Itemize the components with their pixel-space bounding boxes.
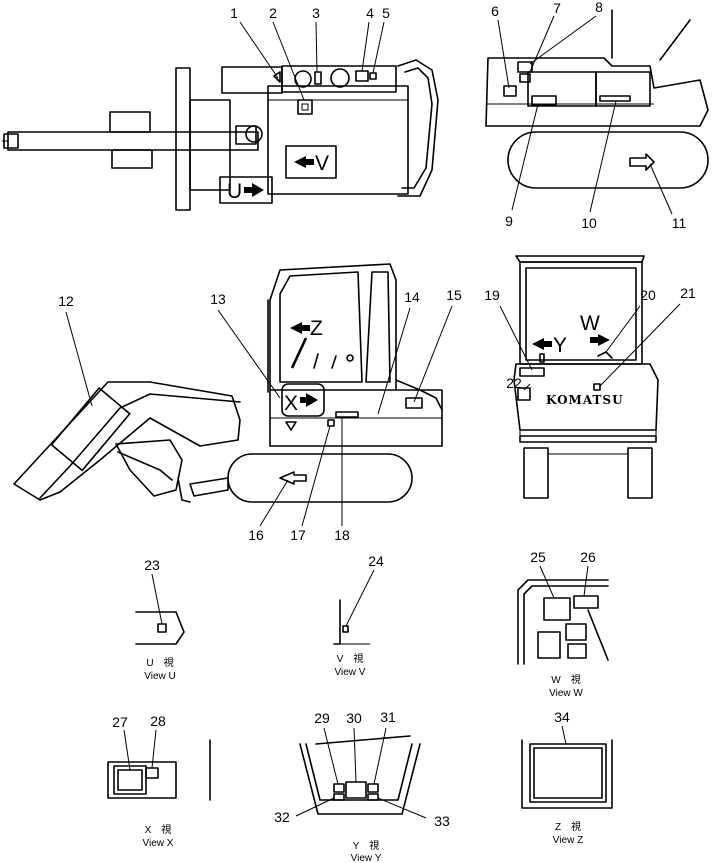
view-label-u: U <box>227 180 242 203</box>
view-label-y: Y <box>553 334 567 357</box>
callout-27: 27 <box>112 714 128 730</box>
callout-2: 2 <box>269 5 277 21</box>
callout-30: 30 <box>346 710 362 726</box>
callout-28: 28 <box>150 713 166 729</box>
caption-jp-x: X 視 <box>145 823 172 836</box>
callout-34: 34 <box>554 709 570 725</box>
left-side-view-drawing: X Z <box>13 263 453 527</box>
detail-view-z <box>521 725 613 809</box>
callout-1: 1 <box>230 5 238 21</box>
callout-22: 22 <box>506 375 522 391</box>
callout-8: 8 <box>595 0 603 15</box>
caption-en-v: View V <box>335 667 366 678</box>
caption-jp-w: W 視 <box>551 673 580 686</box>
callout-3: 3 <box>312 5 320 21</box>
caption-en-w: View W <box>549 688 583 699</box>
top-view-drawing: U V <box>2 21 439 211</box>
callout-7: 7 <box>553 0 561 16</box>
callout-17: 17 <box>290 527 306 543</box>
view-label-x: X <box>284 392 298 415</box>
callout-21: 21 <box>680 285 696 301</box>
detail-view-v <box>333 569 375 645</box>
callout-29: 29 <box>314 710 330 726</box>
view-label-z: Z <box>310 317 323 340</box>
callout-10: 10 <box>581 215 597 231</box>
callout-33: 33 <box>434 813 450 829</box>
callout-31: 31 <box>380 709 396 725</box>
callout-9: 9 <box>505 213 513 229</box>
view-label-v: V <box>315 152 329 175</box>
callout-25: 25 <box>530 549 546 565</box>
callout-16: 16 <box>248 527 264 543</box>
callout-32: 32 <box>274 809 290 825</box>
callout-15: 15 <box>446 287 462 303</box>
callout-5: 5 <box>382 5 390 21</box>
callout-4: 4 <box>366 5 374 21</box>
caption-jp-u: U 視 <box>146 656 173 669</box>
callout-14: 14 <box>404 289 420 305</box>
caption-en-y: View Y <box>351 853 382 863</box>
callout-6: 6 <box>491 3 499 19</box>
caption-jp-y: Y 視 <box>353 839 380 852</box>
right-side-view-drawing <box>485 9 709 215</box>
callout-numbers: 1 2 3 4 5 6 7 8 9 10 11 12 13 14 15 16 1… <box>58 0 696 829</box>
view-label-w: W <box>580 312 600 335</box>
detail-view-x <box>107 729 211 801</box>
caption-en-u: View U <box>144 671 176 682</box>
detail-view-w <box>517 565 609 665</box>
view-captions: U 視 View U V 視 View V W 視 View W X 視 Vie… <box>143 652 584 863</box>
callout-11: 11 <box>672 215 687 231</box>
brand-logo: KOMATSU <box>546 393 624 407</box>
callout-18: 18 <box>334 527 350 543</box>
detail-view-y <box>295 727 427 819</box>
caption-jp-v: V 視 <box>337 652 364 665</box>
callout-26: 26 <box>580 549 596 565</box>
caption-jp-z: Z 視 <box>555 820 581 833</box>
callout-20: 20 <box>640 287 656 303</box>
callout-23: 23 <box>144 557 160 573</box>
callout-12: 12 <box>58 293 74 309</box>
callout-13: 13 <box>210 291 226 307</box>
caption-en-z: View Z <box>553 835 583 846</box>
callout-19: 19 <box>484 287 500 303</box>
detail-view-u <box>135 573 185 645</box>
caption-en-x: View X <box>143 838 174 849</box>
rear-view-drawing: KOMATSU Y W <box>499 255 681 499</box>
callout-24: 24 <box>368 553 384 569</box>
